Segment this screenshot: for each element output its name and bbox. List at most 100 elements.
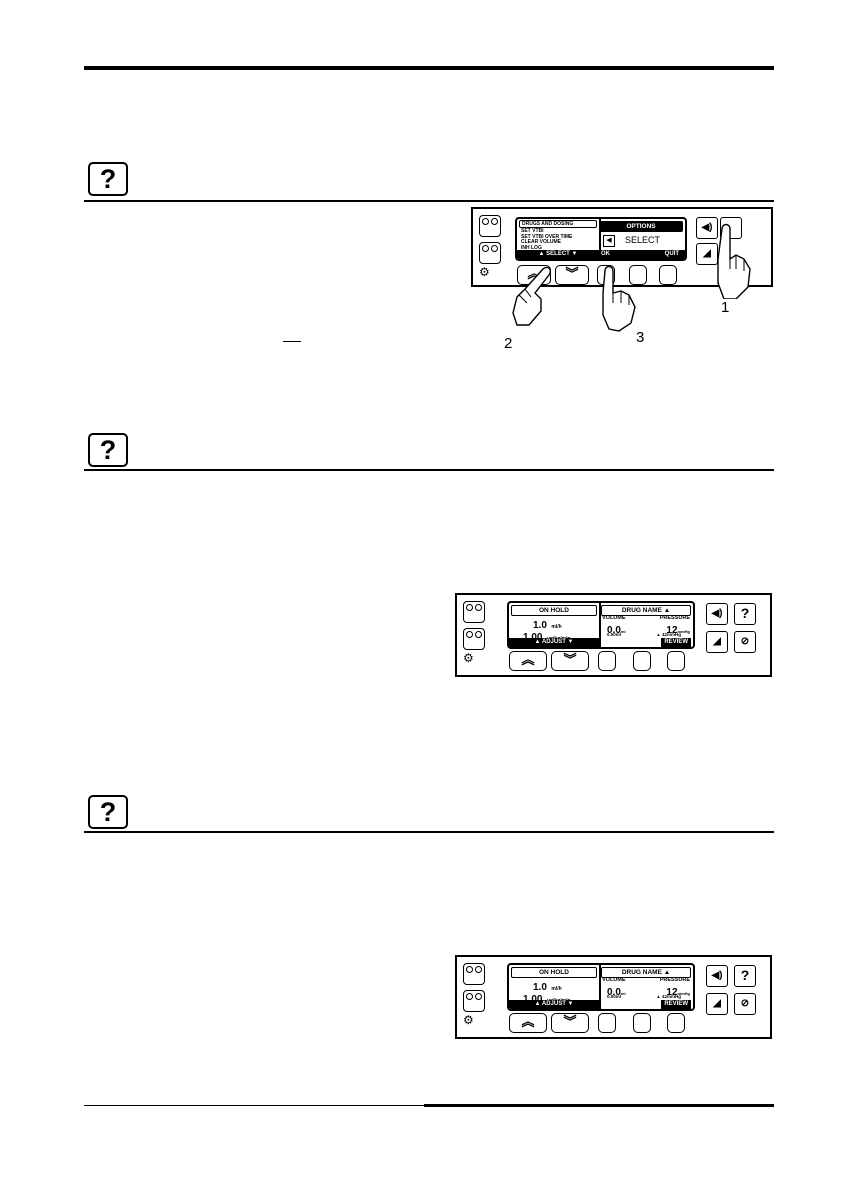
pointing-hand-icon (602, 265, 636, 332)
down-arrow-key: ︾ (551, 651, 589, 671)
device-figure-status: ⚙ ON HOLD 1.0 ml/h 1.00 ug/kg/min ▲ ADJU… (455, 955, 772, 1039)
channel-button-b (479, 242, 501, 264)
select-bar: ▲ SELECT ▼ (517, 250, 599, 259)
rate-value: 1.0 (533, 620, 547, 631)
channel-button-a (479, 215, 501, 237)
menu-item: SET VTBI (521, 228, 544, 234)
channel-button-a (463, 601, 485, 623)
rate-unit: ml/h (551, 986, 562, 992)
volume-value: 0.0 (607, 625, 621, 636)
pressure-unit: mmHg (677, 991, 690, 996)
pressure-value: 12 (666, 625, 678, 636)
volume-label: VOLUME (602, 977, 626, 983)
volume-sub: 0.00ml (607, 994, 622, 999)
callout-3: 3 (636, 329, 645, 346)
status-header: ON HOLD (511, 967, 597, 978)
status-right-pane: DRUG NAME ▲ VOLUME 0.0ml 0.00ml PRESSURE… (599, 603, 693, 647)
review-bar: REVIEW (599, 1000, 693, 1009)
silence-key: ◀) (706, 603, 728, 625)
options-bottom-bar: OK QUIT (597, 250, 685, 259)
menu-pane: DRUGS AND DOSING SET VTBI SET VTBI OVER … (517, 219, 601, 259)
section-rule-2 (84, 469, 774, 471)
underline-mark (283, 341, 301, 342)
select-label: SELECT (625, 235, 661, 245)
pointing-hand-icon (717, 223, 751, 299)
pump-icon: ⚙ (463, 651, 474, 665)
help-question-icon: ? (88, 433, 128, 467)
soft-key-1 (598, 1013, 616, 1033)
bottom-rule-left (84, 1105, 424, 1106)
pressure-unit: mmHg (677, 629, 690, 634)
adjust-bar: ▲ ADJUST ▼ (509, 1000, 599, 1009)
pressure-sub: ▲ 42mmHg (656, 994, 681, 999)
channel-button-b (463, 990, 485, 1012)
device-figure-status: ⚙ ON HOLD 1.0 ml/h 1.00 ug/kg/min ▲ ADJU… (455, 593, 772, 677)
callout-1: 1 (721, 299, 730, 316)
help-question-icon: ? (88, 162, 128, 196)
speaker-icon: ◀ (603, 235, 615, 247)
pump-icon: ⚙ (479, 265, 490, 279)
menu-item: SET VTBI OVER TIME (521, 233, 573, 240)
channel-button-b (463, 628, 485, 650)
menu-item: INH LOG (521, 244, 542, 251)
volume-label: VOLUME (602, 615, 626, 621)
volume-sub: 0.00ml (607, 632, 622, 637)
status-right-pane: DRUG NAME ▲ VOLUME 0.0ml 0.00ml PRESSURE… (599, 965, 693, 1009)
device-figure-options: ⚙ DRUGS AND DOSING SET VTBI SET VTBI OVE… (471, 207, 773, 352)
volume-unit: ml (620, 629, 626, 634)
review-bar: REVIEW (599, 638, 693, 647)
down-arrow-key: ︾ (551, 1013, 589, 1033)
power-key: ⊘ (734, 993, 756, 1015)
pressure-sub: ▲ 42mmHg (656, 632, 681, 637)
prime-key: ◢ (706, 993, 728, 1015)
status-screen: ON HOLD 1.0 ml/h 1.00 ug/kg/min ▲ ADJUST… (507, 601, 695, 649)
pump-icon: ⚙ (463, 1013, 474, 1027)
soft-key-1 (598, 651, 616, 671)
pressure-label: PRESSURE (659, 615, 690, 621)
section-rule-1 (84, 200, 774, 202)
menu-item: DRUGS AND DOSING (519, 220, 597, 228)
silence-key: ◀) (696, 217, 718, 239)
soft-key-2 (633, 1013, 651, 1033)
power-key: ⊘ (734, 631, 756, 653)
volume-unit: ml (620, 991, 626, 996)
soft-key-2 (629, 265, 647, 285)
review-label: REVIEW (661, 638, 691, 647)
help-key: ? (734, 603, 756, 625)
quit-label: QUIT (664, 251, 679, 257)
silence-key: ◀) (706, 965, 728, 987)
top-rule (84, 66, 774, 70)
up-arrow-key: ︽ (509, 1013, 547, 1033)
options-pane: OPTIONS ◀ SELECT OK QUIT (597, 219, 685, 259)
options-screen: DRUGS AND DOSING SET VTBI SET VTBI OVER … (515, 217, 687, 261)
dose-value: 1.00 (523, 632, 542, 643)
rate-unit: ml/h (551, 624, 562, 630)
status-header: ON HOLD (511, 605, 597, 616)
help-key (720, 217, 742, 239)
menu-item: CLEAR VOLUME (521, 239, 561, 245)
status-left-pane: ON HOLD 1.0 ml/h 1.00 ug/kg/min ▲ ADJUST… (509, 965, 601, 1009)
pressure-value: 12 (666, 987, 678, 998)
drug-name-header: DRUG NAME ▲ (601, 605, 691, 616)
pointing-hand-icon (512, 266, 552, 326)
status-screen: ON HOLD 1.0 ml/h 1.00 ug/kg/min ▲ ADJUST… (507, 963, 695, 1011)
status-left-pane: ON HOLD 1.0 ml/h 1.00 ug/kg/min ▲ ADJUST… (509, 603, 601, 647)
drug-name-header: DRUG NAME ▲ (601, 967, 691, 978)
prime-key: ◢ (696, 243, 718, 265)
review-label: REVIEW (661, 1000, 691, 1009)
volume-value: 0.0 (607, 987, 621, 998)
pressure-label: PRESSURE (659, 977, 690, 983)
up-arrow-key: ︽ (509, 651, 547, 671)
soft-key-2 (633, 651, 651, 671)
callout-2: 2 (504, 335, 513, 352)
help-question-icon: ? (88, 795, 128, 829)
adjust-bar: ▲ ADJUST ▼ (509, 638, 599, 647)
soft-key-3 (659, 265, 677, 285)
ok-label: OK (601, 251, 610, 257)
bottom-rule-right (424, 1104, 774, 1107)
options-header: OPTIONS (599, 221, 683, 232)
prime-key: ◢ (706, 631, 728, 653)
channel-button-a (463, 963, 485, 985)
section-rule-3 (84, 831, 774, 833)
rate-value: 1.0 (533, 982, 547, 993)
